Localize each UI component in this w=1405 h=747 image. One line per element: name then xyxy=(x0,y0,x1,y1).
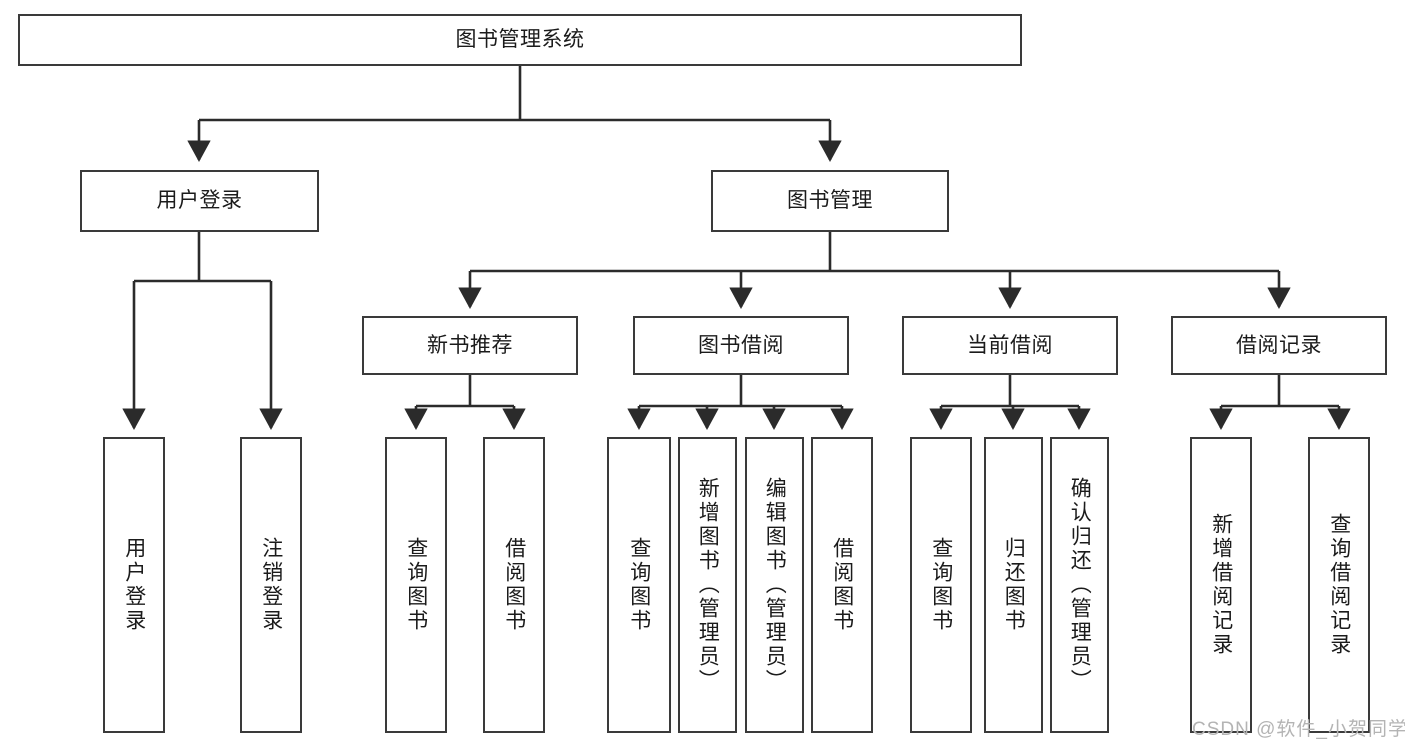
node-label: 图书管理系统 xyxy=(455,28,585,52)
edges-userlogin-to-leaves xyxy=(122,232,283,430)
node-label: 图书借阅 xyxy=(698,333,784,357)
node-leaf-borrow-book-recommend[interactable]: 借阅图书 xyxy=(483,437,545,733)
node-label: 借阅记录 xyxy=(1236,333,1322,357)
edges-currentborrow-to-leaves xyxy=(929,375,1091,430)
node-label: 当前借阅 xyxy=(967,333,1053,357)
node-leaf-query-book-recommend[interactable]: 查询图书 xyxy=(385,437,447,733)
node-label: 图书管理 xyxy=(787,189,873,213)
node-label: 新增借阅记录 xyxy=(1209,513,1233,657)
node-label: 查询图书 xyxy=(404,537,428,633)
edges-bookborrow-to-leaves xyxy=(627,375,854,430)
node-leaf-confirm-return-admin[interactable]: 确认归还（管理员） xyxy=(1050,437,1109,733)
node-book-borrow[interactable]: 图书借阅 xyxy=(633,316,849,375)
node-leaf-query-book-borrow[interactable]: 查询图书 xyxy=(607,437,671,733)
edges-root-to-level2 xyxy=(187,66,842,162)
node-label: 注销登录 xyxy=(259,537,283,633)
node-root[interactable]: 图书管理系统 xyxy=(18,14,1022,66)
edges-borrowrecord-to-leaves xyxy=(1209,375,1351,430)
node-leaf-query-borrow-record[interactable]: 查询借阅记录 xyxy=(1308,437,1370,733)
node-book-management[interactable]: 图书管理 xyxy=(711,170,949,232)
node-label: 新增图书（管理员） xyxy=(696,477,720,693)
node-label: 用户登录 xyxy=(156,189,243,213)
edges-newbook-to-leaves xyxy=(404,375,526,430)
node-label: 查询借阅记录 xyxy=(1327,513,1351,657)
node-label: 查询图书 xyxy=(627,537,651,633)
node-label: 查询图书 xyxy=(929,537,953,633)
node-leaf-add-borrow-record[interactable]: 新增借阅记录 xyxy=(1190,437,1252,733)
node-new-book-recommend[interactable]: 新书推荐 xyxy=(362,316,578,375)
node-label: 借阅图书 xyxy=(830,537,854,633)
node-label: 借阅图书 xyxy=(502,537,526,633)
node-label: 用户登录 xyxy=(122,537,146,633)
node-leaf-return-book[interactable]: 归还图书 xyxy=(984,437,1043,733)
node-label: 归还图书 xyxy=(1002,537,1026,633)
node-leaf-query-book-current[interactable]: 查询图书 xyxy=(910,437,972,733)
node-label: 新书推荐 xyxy=(427,333,513,357)
node-current-borrow[interactable]: 当前借阅 xyxy=(902,316,1118,375)
node-leaf-user-login[interactable]: 用户登录 xyxy=(103,437,165,733)
node-leaf-edit-book-admin[interactable]: 编辑图书（管理员） xyxy=(745,437,804,733)
node-leaf-add-book-admin[interactable]: 新增图书（管理员） xyxy=(678,437,737,733)
node-label: 确认归还（管理员） xyxy=(1068,477,1092,693)
node-leaf-borrow-book[interactable]: 借阅图书 xyxy=(811,437,873,733)
node-user-login[interactable]: 用户登录 xyxy=(80,170,319,232)
edges-bookmanagement-to-level3 xyxy=(458,232,1291,309)
node-borrow-record[interactable]: 借阅记录 xyxy=(1171,316,1387,375)
node-leaf-user-logout[interactable]: 注销登录 xyxy=(240,437,302,733)
node-label: 编辑图书（管理员） xyxy=(763,477,787,693)
